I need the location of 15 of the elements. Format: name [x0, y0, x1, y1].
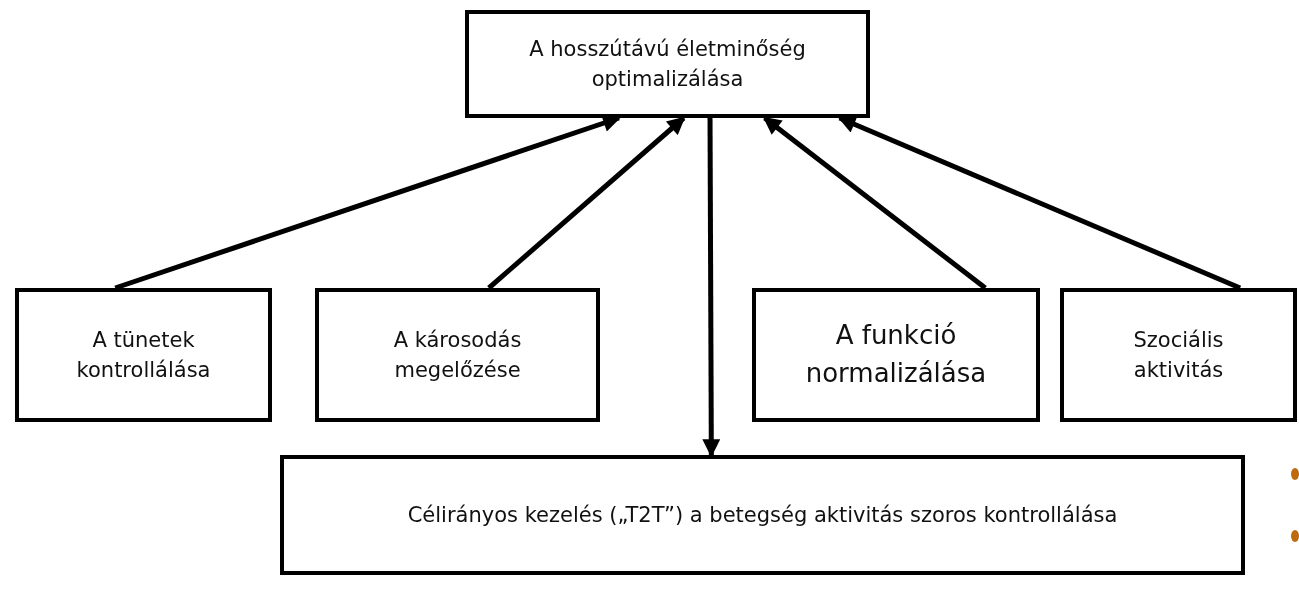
text-box — [465, 10, 870, 118]
text-box — [752, 288, 1040, 422]
box-label: Célirányos kezelés („T2T”) a betegség aktivitás szoros kontrollálása — [407, 501, 1118, 529]
text-box — [1060, 288, 1297, 422]
box-label: A tünetek kontrollálása — [75, 326, 212, 384]
box-label: A hosszútávú életminőség optimalizálása — [528, 35, 807, 93]
text-box — [280, 455, 1245, 575]
arrow — [762, 116, 987, 290]
box-label: Szociális aktivitás — [1132, 326, 1225, 384]
box-label: A funkció normalizálása — [804, 319, 988, 390]
text-box — [315, 288, 600, 422]
box-label: A károsodás megelőzése — [392, 326, 523, 384]
arrow — [487, 116, 686, 290]
text-box — [15, 288, 272, 422]
arrow — [702, 118, 721, 458]
